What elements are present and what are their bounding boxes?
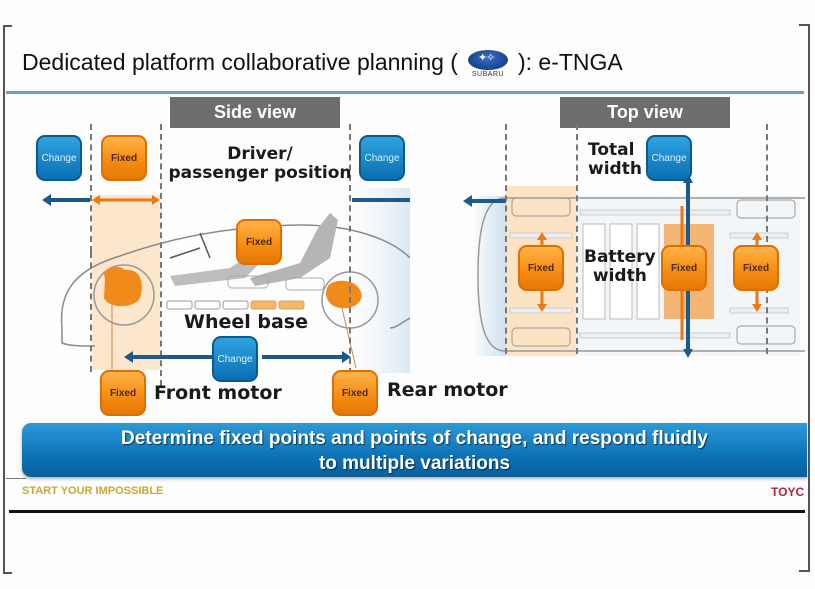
banner-line: Determine fixed points and points of cha… <box>121 428 708 449</box>
footer-tagline: START YOUR IMPOSSIBLE <box>22 485 164 497</box>
battery-module <box>636 223 660 320</box>
arrowhead <box>537 304 547 312</box>
guide-line <box>160 124 162 386</box>
rear-seat-base <box>285 277 325 291</box>
subaru-logo-icon: SUBARU <box>460 50 516 78</box>
background-fade <box>350 188 410 373</box>
front-motor-shape <box>104 266 142 307</box>
wheelbase-arrow-right <box>262 355 342 359</box>
summary-banner: Determine fixed points and points of cha… <box>22 423 807 477</box>
arrowhead <box>537 232 547 240</box>
guide-line <box>576 124 578 354</box>
divider <box>6 478 26 479</box>
battery-cell-added <box>250 300 277 310</box>
battery-cell-added <box>278 300 305 310</box>
subaru-logo-text: SUBARU <box>471 71 505 78</box>
footer-brand-logo: TOYC <box>771 485 805 499</box>
driver-position-label: Driver/ passenger position <box>165 145 355 182</box>
frame-corner <box>3 572 12 574</box>
title-divider <box>6 91 804 94</box>
fixed-badge-front-motor: Fixed <box>100 370 146 416</box>
frame-right-edge <box>808 24 810 572</box>
fixed-badge: Fixed <box>733 245 779 291</box>
battery-cell <box>166 300 193 310</box>
battery-cell <box>222 300 249 310</box>
change-arrow-right <box>352 198 410 202</box>
guide-line <box>90 252 92 372</box>
change-arrow-left <box>470 199 506 203</box>
car-rear-outline <box>389 317 410 329</box>
frame-corner <box>3 25 12 27</box>
label-line: Driver/ <box>227 144 293 164</box>
guide-line <box>766 124 768 354</box>
steering-wheel <box>199 232 211 259</box>
frame-corner <box>799 570 809 572</box>
frame-corner <box>799 24 809 26</box>
battery-module <box>582 223 606 320</box>
wheelbase-arrow-left <box>132 355 212 359</box>
guide-line <box>505 124 507 354</box>
label-line: width <box>592 265 647 286</box>
footer-divider <box>9 510 805 513</box>
total-width-label: Total width <box>588 141 642 178</box>
wheel-base-label: Wheel base <box>184 311 309 333</box>
change-badge: Change <box>36 135 82 181</box>
front-motor-label: Front motor <box>154 382 282 404</box>
front-wheel <box>93 264 155 326</box>
battery-module <box>609 223 633 320</box>
battery-cell <box>194 300 221 310</box>
side-sill <box>579 209 731 216</box>
steering-column <box>169 247 201 259</box>
label-line: Total <box>588 140 635 160</box>
label-line: passenger position <box>168 162 352 183</box>
guide-line <box>90 124 92 252</box>
arrowhead-right <box>342 351 351 363</box>
arrowhead <box>152 195 160 205</box>
label-line: Battery <box>584 247 656 267</box>
title-suffix: ): e-TNGA <box>517 48 623 75</box>
side-view-label: Side view <box>170 97 340 128</box>
passenger-figure <box>250 213 338 286</box>
top-view-label: Top view <box>560 97 730 128</box>
background-fade <box>470 196 506 356</box>
side-sill <box>579 332 731 339</box>
guide-line <box>349 124 351 374</box>
arrowhead <box>752 304 762 312</box>
fixed-badge-rear-motor: Fixed <box>332 370 378 416</box>
car-body-outline <box>60 224 410 329</box>
change-badge-total-width: Change <box>646 135 692 181</box>
slide-title: Dedicated platform collaborative plannin… <box>22 48 623 79</box>
fixed-badge-driver: Fixed <box>236 219 282 265</box>
change-arrow-left <box>48 198 90 202</box>
rear-motor-label: Rear motor <box>387 379 508 401</box>
change-badge-wheelbase: Change <box>212 336 258 382</box>
arrowhead <box>92 195 100 205</box>
frame-left-edge <box>3 25 5 573</box>
arrowhead <box>752 232 762 240</box>
fixed-badge: Fixed <box>101 135 147 181</box>
arrowhead-left <box>124 351 133 363</box>
battery-width-label: Battery width <box>584 248 656 285</box>
banner-line: to multiple variations <box>318 453 511 474</box>
arrowhead-left <box>42 194 51 206</box>
arrowhead-left <box>463 195 472 207</box>
front-left-wheel <box>511 197 571 217</box>
subaru-oval-icon <box>467 50 508 70</box>
front-right-wheel <box>511 327 571 347</box>
title-prefix: Dedicated platform collaborative plannin… <box>22 48 458 75</box>
front-seat-base <box>227 275 269 289</box>
driver-figure <box>170 226 272 286</box>
label-line: width <box>588 158 642 179</box>
side-view-car-diagram <box>60 188 410 373</box>
fixed-badge: Fixed <box>518 245 564 291</box>
arrowhead <box>683 349 693 358</box>
change-badge: Change <box>359 135 405 181</box>
fixed-badge-battery: Fixed <box>661 245 707 291</box>
rear-motor-shape <box>326 280 362 309</box>
